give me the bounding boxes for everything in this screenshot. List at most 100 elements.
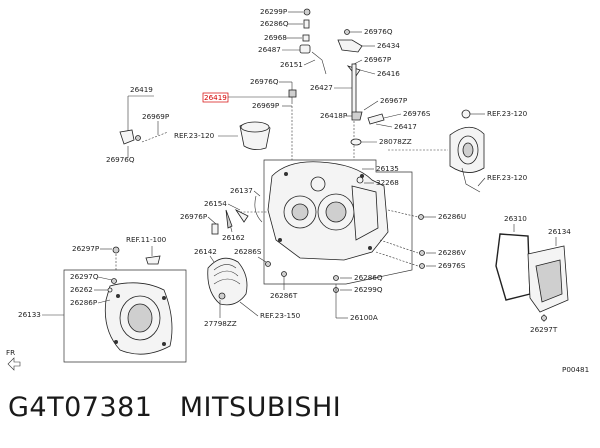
label-26286S[interactable]: 26286S	[234, 247, 262, 256]
label-26286V[interactable]: 26286V	[438, 248, 466, 257]
label-ref-23-120-right-1[interactable]: REF.23-120	[487, 109, 528, 118]
label-26135[interactable]: 26135	[376, 164, 399, 173]
bolt-part	[541, 315, 547, 321]
bottom-case-callouts: 26286Q 26299Q 26286T 26100A	[270, 271, 383, 322]
label-26162[interactable]: 26162	[222, 233, 245, 242]
ref-11-100-group: REF.11-100 26142 26286S	[126, 235, 271, 267]
label-26286P[interactable]: 26286P	[70, 298, 98, 307]
label-26137[interactable]: 26137	[230, 186, 253, 195]
ref-right-group: REF.23-120 REF.23-120	[388, 109, 528, 193]
label-26134[interactable]: 26134	[548, 227, 571, 236]
left-bracket-group: 26419 26969P 26976Q	[106, 85, 170, 164]
orientation-marker: FR	[6, 348, 21, 371]
label-26416[interactable]: 26416	[377, 69, 400, 78]
bolt-part	[303, 8, 311, 16]
tube-part	[461, 167, 481, 193]
lever-part	[311, 51, 327, 75]
plug-part	[303, 19, 310, 29]
label-26299Q[interactable]: 26299Q	[354, 285, 383, 294]
oring-part	[350, 138, 362, 146]
cup-rim	[240, 121, 270, 133]
plug-part	[419, 250, 425, 256]
valve-body-face	[351, 185, 379, 241]
pan-ribs	[535, 259, 563, 303]
label-26976Q-mid[interactable]: 26976Q	[250, 77, 279, 86]
housing-inner	[127, 303, 153, 333]
label-26434[interactable]: 26434	[377, 41, 400, 50]
label-26968[interactable]: 26968	[264, 33, 287, 42]
front-label: FR	[6, 348, 15, 357]
middle-left-callouts: 26976Q 26419 26969P	[202, 77, 297, 160]
bolt-part	[111, 278, 117, 284]
label-26976P[interactable]: 26976P	[180, 212, 208, 221]
label-26262[interactable]: 26262	[70, 285, 93, 294]
top-bolt-group: 26299P 26286Q 26968 26487 26151	[258, 7, 327, 75]
label-27798ZZ[interactable]: 27798ZZ	[204, 319, 237, 328]
label-26100A[interactable]: 26100A	[350, 313, 378, 322]
housing-edge	[213, 264, 237, 271]
label-26418P[interactable]: 26418P	[320, 111, 348, 120]
bell-housing-group: 26297Q 26262 26286P 26133	[18, 269, 187, 363]
label-26286U[interactable]: 26286U	[438, 212, 466, 221]
label-26297P-left[interactable]: 26297P	[72, 244, 100, 253]
label-ref-11-100[interactable]: REF.11-100	[126, 235, 167, 244]
plug-part	[356, 176, 364, 184]
label-26286Q-bottom[interactable]: 26286Q	[354, 273, 383, 282]
plug-part	[418, 214, 424, 220]
label-ref-23-120-right-2[interactable]: REF.23-120	[487, 173, 528, 182]
label-26154[interactable]: 26154	[204, 199, 227, 208]
right-case-callouts: 26286U 26286V 26976S	[375, 209, 466, 270]
label-26419-highlighted[interactable]: 26419	[204, 93, 227, 102]
bolt-part	[211, 223, 219, 235]
bore-top	[310, 176, 326, 192]
label-26969P-mid[interactable]: 26969P	[252, 101, 280, 110]
label-26976Q-top[interactable]: 26976Q	[364, 27, 393, 36]
housing-bolt	[116, 294, 120, 298]
housing-edge	[213, 278, 241, 285]
bell-housing-box	[63, 269, 187, 363]
label-26297Q[interactable]: 26297Q	[70, 272, 99, 281]
label-26286Q-top[interactable]: 26286Q	[260, 19, 289, 28]
ref-left-group: REF.23-120	[174, 121, 271, 150]
bolt-part	[344, 29, 350, 35]
label-26142[interactable]: 26142	[194, 247, 217, 256]
label-26297T[interactable]: 26297T	[530, 325, 558, 334]
housing-edge	[213, 270, 239, 277]
label-26419-left[interactable]: 26419	[130, 85, 153, 94]
label-26967P-top[interactable]: 26967P	[364, 55, 392, 64]
plug-part	[333, 275, 339, 281]
label-26299P-top[interactable]: 26299P	[260, 7, 288, 16]
case-bolt	[278, 238, 282, 242]
label-26151[interactable]: 26151	[280, 60, 303, 69]
bolt-part	[419, 263, 425, 269]
label-ref-23-120-left[interactable]: REF.23-120	[174, 131, 215, 140]
left-bolt-callout: 26297P	[72, 244, 120, 270]
label-ref-23-150[interactable]: REF.23-150	[260, 311, 301, 320]
label-26487[interactable]: 26487	[258, 45, 281, 54]
label-28078ZZ[interactable]: 28078ZZ	[379, 137, 412, 146]
drawing-code: P00481	[562, 365, 589, 374]
label-26286T[interactable]: 26286T	[270, 291, 298, 300]
main-case-group: 26135 32268	[263, 159, 413, 285]
label-26310[interactable]: 26310	[504, 214, 527, 223]
bore-left-inner	[291, 203, 309, 221]
bracket-part	[119, 129, 135, 145]
label-26967P-mid[interactable]: 26967P	[380, 96, 408, 105]
label-26976Q-left[interactable]: 26976Q	[106, 155, 135, 164]
label-26969P-left[interactable]: 26969P	[142, 112, 170, 121]
clip-part	[302, 34, 310, 42]
oil-pan-group: 26310 26134 26297T	[495, 214, 571, 334]
label-26976S-right[interactable]: 26976S	[438, 261, 466, 270]
pan-gasket	[495, 233, 531, 301]
bolt-part	[218, 292, 226, 300]
label-26417[interactable]: 26417	[394, 122, 417, 131]
label-26133[interactable]: 26133	[18, 310, 41, 319]
label-32268[interactable]: 32268	[376, 178, 399, 187]
bolt-part	[288, 89, 297, 98]
housing-bolt	[162, 342, 166, 346]
label-26976S-mid[interactable]: 26976S	[403, 109, 431, 118]
case-bolt	[368, 246, 372, 250]
front-arrow-icon	[7, 357, 21, 371]
stud-part	[234, 208, 249, 223]
label-26427[interactable]: 26427	[310, 83, 333, 92]
